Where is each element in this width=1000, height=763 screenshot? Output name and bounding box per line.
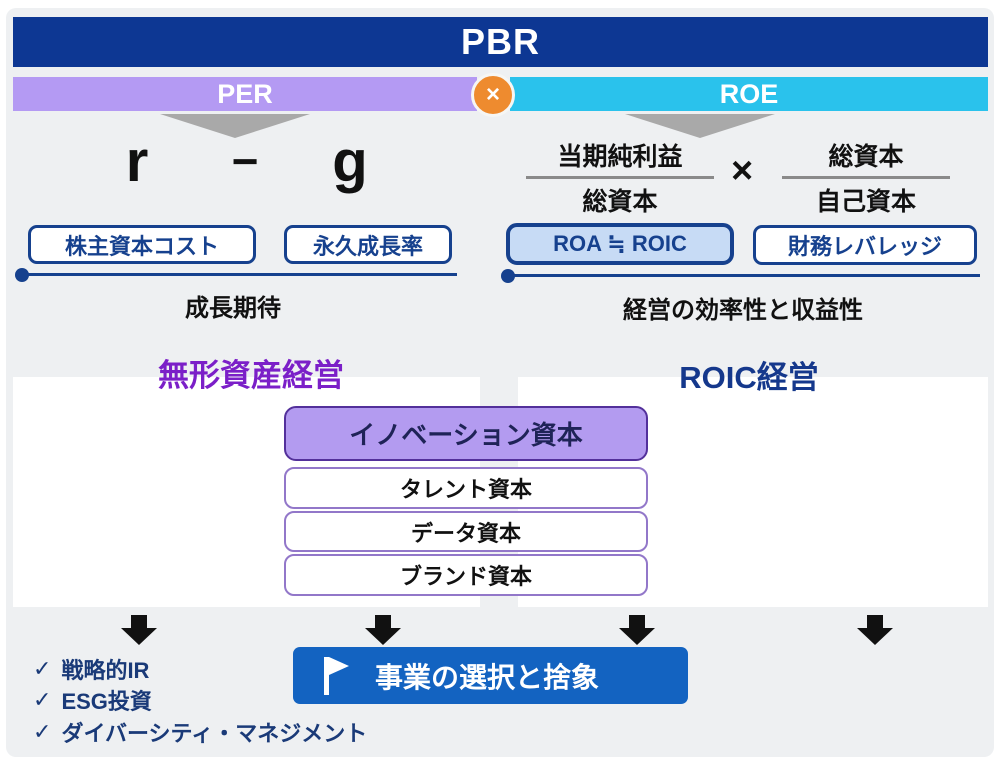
shareholder-cost-label: 株主資本コスト [64,233,219,259]
checklist-label: ダイバーシティ・マネジメント [61,721,368,746]
leverage-fraction: 総資本 自己資本 [782,137,950,218]
roe-bar: ROE [510,77,988,111]
down-arrow-icon [121,615,157,645]
per-bar: PER [13,77,477,111]
talent-capital-box: タレント資本 [284,467,648,509]
business-selection-banner: 事業の選択と捨象 [293,647,688,704]
formula-minus: − [231,135,259,187]
checklist-item-strategic-ir: ✓ 戦略的IR [33,653,149,685]
checklist-label: 戦略的IR [61,658,150,683]
efficiency-caption-line [508,274,980,277]
business-selection-label: 事業の選択と捨象 [375,661,600,693]
multiply-symbol: × [485,81,500,108]
efficiency-caption: 経営の効率性と収益性 [623,297,863,324]
formula-g: g [332,129,368,194]
down-arrow-icon [619,615,655,645]
down-arrow-icon [365,615,401,645]
roa-fraction-denominator: 総資本 [582,188,658,216]
checklist-label: ESG投資 [61,689,152,714]
flag-icon [324,656,349,695]
roa-fraction: 当期純利益 総資本 [526,137,714,218]
growth-caption: 成長期待 [185,295,281,322]
check-icon: ✓ [33,687,52,712]
checklist-item-esg: ✓ ESG投資 [33,684,152,716]
growth-caption-line [22,273,457,276]
shareholder-cost-box: 株主資本コスト [28,225,256,264]
data-capital-label: データ資本 [410,520,521,546]
financial-leverage-label: 財務レバレッジ [787,234,942,259]
formula-r: r [125,129,149,194]
checklist-item-diversity: ✓ ダイバーシティ・マネジメント [33,716,367,748]
pbr-label: PBR [460,21,540,62]
talent-capital-label: タレント資本 [399,477,532,502]
roa-roic-label: ROA ≒ ROIC [553,231,687,256]
intangible-management-title: 無形資産経営 [158,358,344,393]
innovation-capital-box: イノベーション資本 [284,406,648,461]
efficiency-caption-dot [501,269,515,283]
check-icon: ✓ [33,719,52,744]
fraction-times-symbol: × [731,150,754,192]
check-icon: ✓ [33,656,52,681]
roic-management-title: ROIC経営 [679,360,819,395]
perpetual-growth-box: 永久成長率 [284,225,452,264]
growth-caption-dot [15,268,29,282]
innovation-capital-label: イノベーション資本 [349,420,583,450]
roa-fraction-numerator: 当期純利益 [526,137,714,179]
multiply-icon: × [471,73,515,117]
per-label: PER [217,78,273,109]
perpetual-growth-label: 永久成長率 [312,233,423,259]
leverage-fraction-numerator: 総資本 [782,137,950,179]
financial-leverage-box: 財務レバレッジ [753,225,977,265]
brand-capital-label: ブランド資本 [399,564,532,589]
leverage-fraction-denominator: 自己資本 [815,188,916,216]
chevron-down-icon [625,114,775,138]
down-arrow-icon [857,615,893,645]
brand-capital-box: ブランド資本 [284,554,648,596]
chevron-down-icon [160,114,310,138]
roa-roic-box: ROA ≒ ROIC [506,223,734,265]
roe-label: ROE [719,78,779,109]
data-capital-box: データ資本 [284,511,648,552]
pbr-banner: PBR [13,17,988,67]
